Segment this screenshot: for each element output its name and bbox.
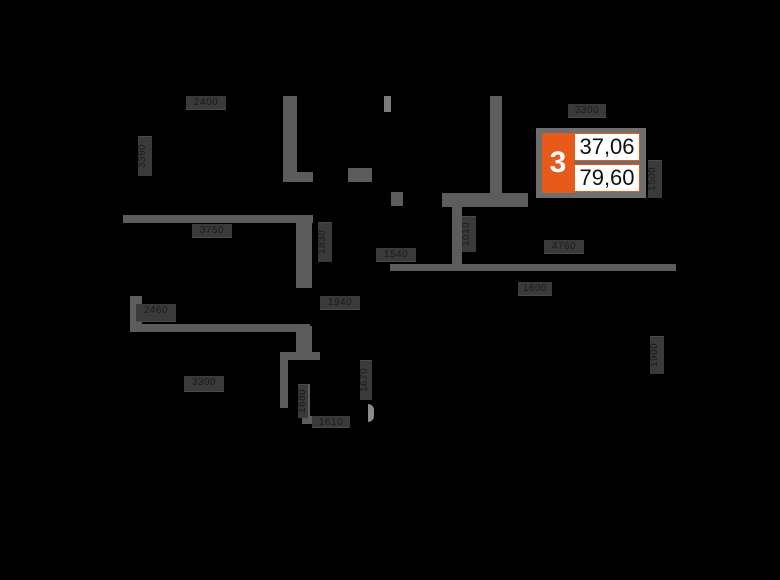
wall-top-left-vertical — [283, 96, 297, 180]
dimension-label: 1680 — [298, 384, 308, 418]
wall-small-block — [348, 168, 372, 182]
dimension-label: 1010 — [462, 216, 476, 252]
room-count: 3 — [542, 133, 574, 193]
wall-center-vertical — [452, 205, 462, 265]
living-area-value: 37,06 — [574, 133, 640, 161]
wall-small-post — [391, 192, 403, 206]
dimension-label: 4760 — [544, 240, 584, 254]
dimension-label: 1670 — [360, 360, 372, 400]
dimension-label: 1500 — [648, 160, 662, 198]
wall-top-stub — [384, 96, 391, 112]
wall-long-horizontal — [390, 264, 676, 271]
wall-lower-horizontal-short — [280, 352, 320, 360]
dimension-label: 3300 — [184, 376, 224, 392]
dimension-label: 1830 — [318, 222, 332, 262]
dimension-label: 2460 — [136, 304, 176, 322]
wall-lower-vertical — [296, 326, 312, 358]
dimension-label: 1610 — [312, 416, 350, 428]
wall-top-left-foot — [283, 172, 313, 182]
dimension-label: 1940 — [320, 296, 360, 310]
dimension-label: 1540 — [376, 248, 416, 262]
wall-top-right-horizontal — [442, 193, 528, 207]
wall-lower-left-horizontal — [130, 324, 310, 332]
dimension-label: 1900 — [650, 336, 664, 374]
door-swing — [368, 404, 374, 422]
wall-bath-left — [280, 352, 288, 408]
total-area-value: 79,60 — [574, 164, 640, 192]
dimension-label: 3390 — [138, 136, 152, 176]
dimension-label: 1600 — [518, 282, 552, 296]
wall-mid-left-horizontal — [123, 215, 313, 223]
wall-mid-vertical — [296, 218, 312, 288]
dimension-label: 3300 — [568, 104, 606, 118]
wall-top-right-vertical — [490, 96, 502, 196]
dimension-label: 2400 — [186, 96, 226, 110]
dimension-label: 3750 — [192, 224, 232, 238]
